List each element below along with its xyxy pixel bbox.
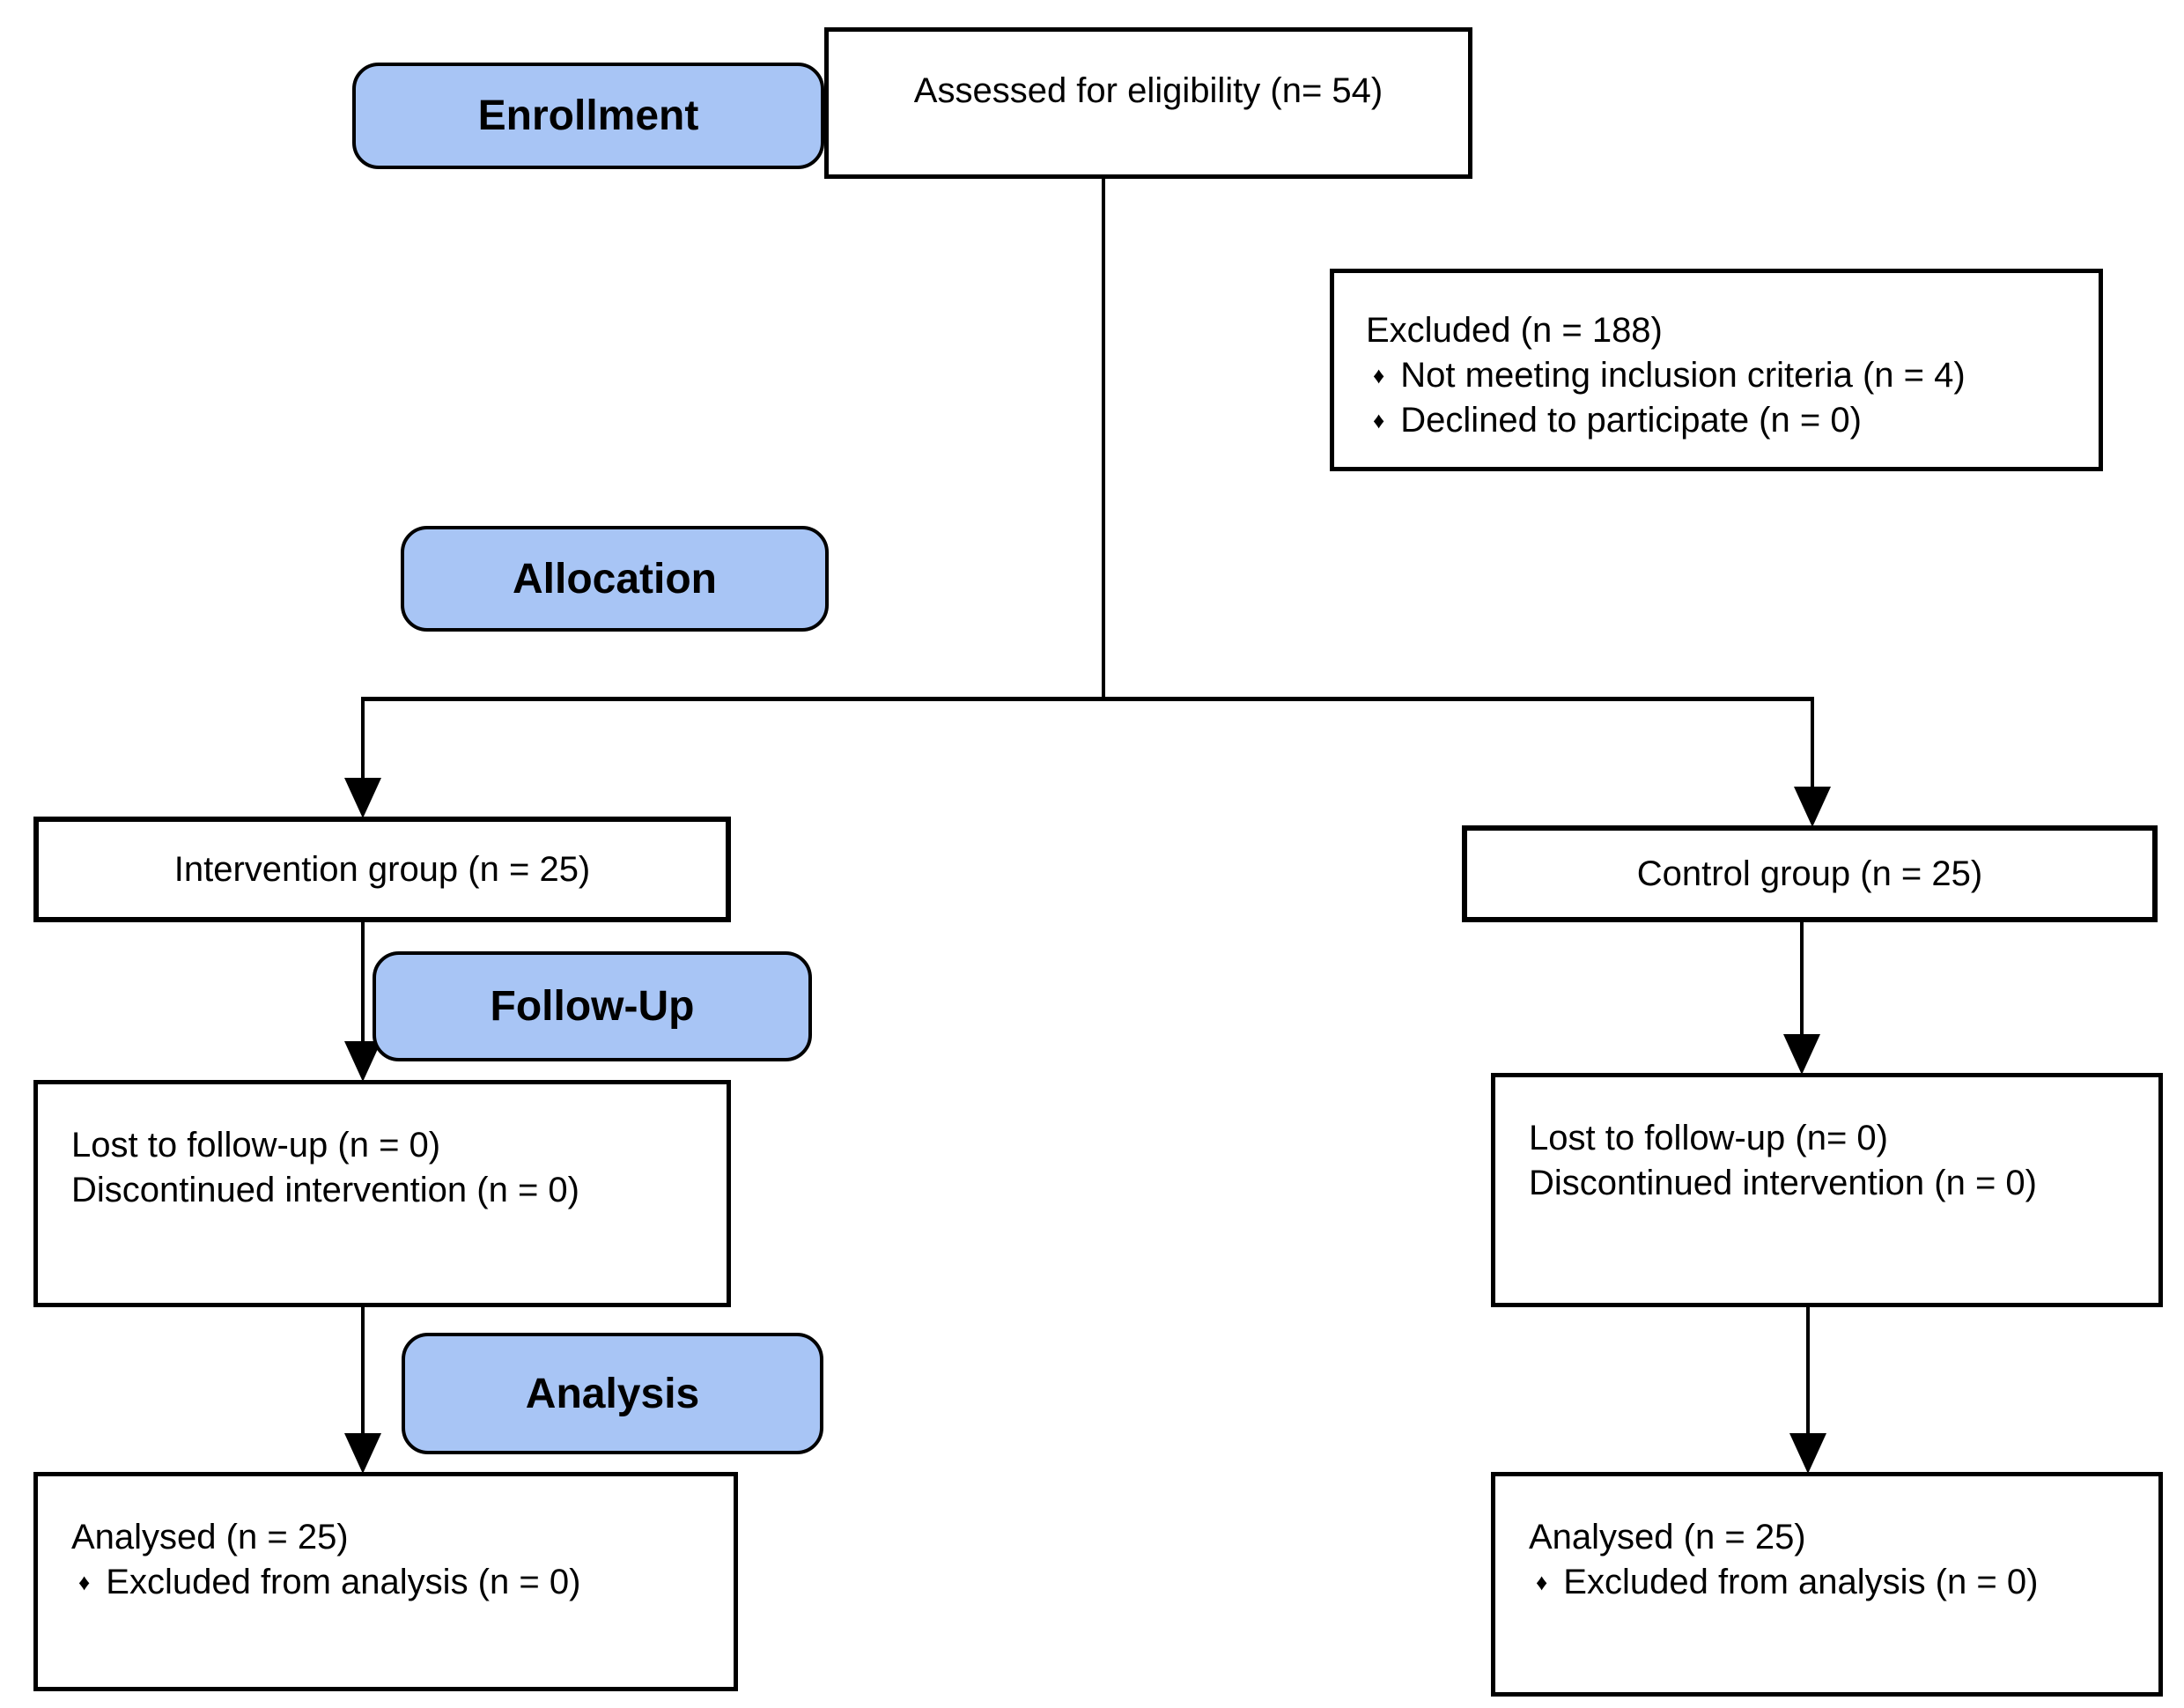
control-group-box: Control group (n = 25) (1462, 825, 2158, 922)
connector-intervention-to-followup (361, 922, 365, 1043)
excluded-bullet-2-text: Declined to participate (n = 0) (1400, 401, 1862, 440)
excluded-bullet-1-text: Not meeting inclusion criteria (n = 4) (1400, 356, 1966, 395)
diamond-bullet-icon: ♦ (1373, 362, 1385, 388)
followup-right-box: Lost to follow-up (n= 0) Discontinued in… (1491, 1073, 2163, 1307)
connector-split-horizontal (361, 697, 1814, 701)
excluded-box: Excluded (n = 188) ♦ Not meeting inclusi… (1330, 269, 2103, 471)
analysed-left-box: Analysed (n = 25) ♦ Excluded from analys… (33, 1472, 738, 1691)
connector-control-to-followup (1800, 922, 1804, 1036)
stage-label-analysis: Analysis (402, 1333, 823, 1454)
connector-split-to-intervention (361, 697, 365, 780)
connector-followup-to-analysed-left (361, 1307, 365, 1435)
stage-label-analysis-text: Analysis (525, 1370, 700, 1417)
arrowhead-followup-right-icon (1783, 1034, 1820, 1075)
connector-assessed-to-split (1102, 179, 1105, 699)
diamond-bullet-icon: ♦ (1373, 407, 1385, 433)
arrowhead-analysed-right-icon (1789, 1433, 1826, 1474)
connector-split-to-control (1811, 697, 1814, 788)
stage-label-allocation: Allocation (401, 526, 829, 632)
intervention-group-text: Intervention group (n = 25) (173, 849, 591, 889)
diamond-bullet-icon: ♦ (1536, 1569, 1548, 1595)
connector-followup-to-analysed-right (1806, 1307, 1810, 1435)
control-group-text: Control group (n = 25) (1636, 854, 1983, 893)
followup-right-line-1: Lost to follow-up (n= 0) (1529, 1119, 1888, 1157)
analysed-right-bullet: ♦ Excluded from analysis (n = 0) (1529, 1560, 2137, 1605)
analysed-left-bullet: ♦ Excluded from analysis (n = 0) (71, 1560, 712, 1605)
followup-left-line-2: Discontinued intervention (n = 0) (71, 1171, 579, 1209)
assessed-box: Assessed for eligibility (n= 54) (824, 27, 1472, 179)
arrowhead-intervention-icon (344, 778, 381, 818)
diamond-bullet-icon: ♦ (78, 1569, 91, 1595)
stage-label-followup: Follow-Up (373, 951, 812, 1061)
excluded-bullet-1: ♦ Not meeting inclusion criteria (n = 4) (1366, 353, 2081, 398)
stage-label-allocation-text: Allocation (512, 555, 717, 603)
analysed-right-bullet-text: Excluded from analysis (n = 0) (1563, 1563, 2039, 1601)
analysed-left-bullet-text: Excluded from analysis (n = 0) (106, 1563, 581, 1601)
stage-label-enrollment: Enrollment (352, 63, 824, 169)
followup-left-line-1: Lost to follow-up (n = 0) (71, 1126, 441, 1165)
stage-label-enrollment-text: Enrollment (477, 92, 699, 139)
arrowhead-control-icon (1794, 787, 1831, 827)
stage-label-followup-text: Follow-Up (490, 983, 695, 1030)
arrowhead-analysed-left-icon (344, 1433, 381, 1474)
intervention-group-box: Intervention group (n = 25) (33, 817, 731, 922)
followup-left-box: Lost to follow-up (n = 0) Discontinued i… (33, 1080, 731, 1307)
analysed-right-title: Analysed (n = 25) (1529, 1518, 1806, 1556)
analysed-right-box: Analysed (n = 25) ♦ Excluded from analys… (1491, 1472, 2163, 1697)
excluded-title: Excluded (n = 188) (1366, 311, 1663, 350)
assessed-text: Assessed for eligibility (n= 54) (913, 71, 1383, 110)
analysed-left-title: Analysed (n = 25) (71, 1518, 349, 1556)
excluded-bullet-2: ♦ Declined to participate (n = 0) (1366, 398, 2081, 443)
followup-right-line-2: Discontinued intervention (n = 0) (1529, 1164, 2037, 1202)
